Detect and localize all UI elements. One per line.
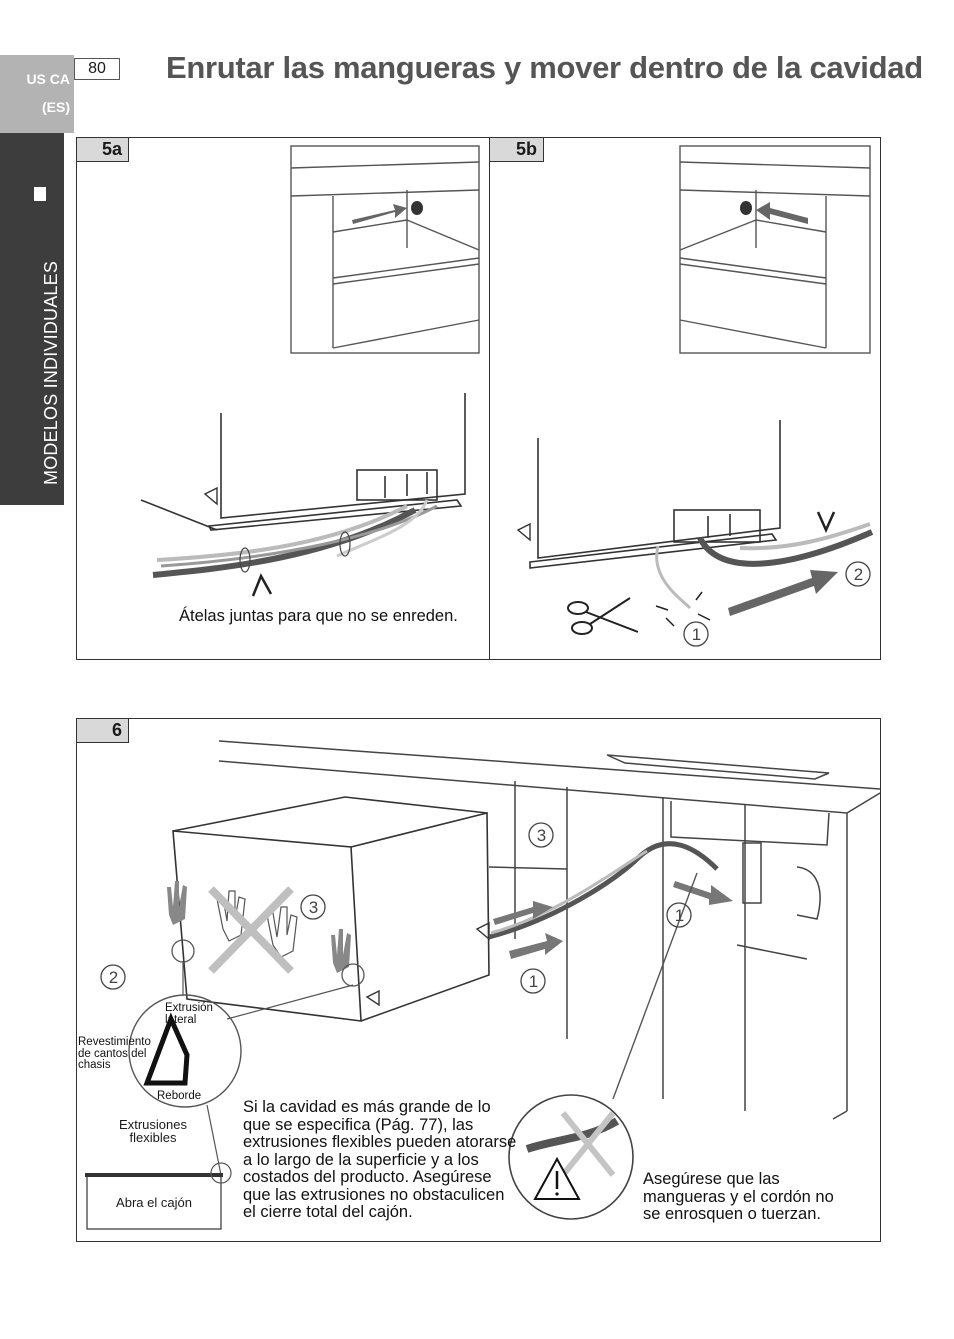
step-number-3: 3 <box>308 898 319 917</box>
step-number-1: 1 <box>674 906 685 925</box>
callout-flexible-extrusions: Extrusiones flexibles <box>119 1117 187 1145</box>
arrow-icon <box>756 202 808 224</box>
arrow-icon <box>673 881 733 905</box>
cross-mark-icon <box>208 886 294 974</box>
panel-5b: 5b <box>489 137 881 660</box>
countertop <box>218 740 880 1120</box>
panel-6: 6 <box>76 718 881 1242</box>
illustration-6 <box>85 740 880 1230</box>
illustration-5b <box>516 145 874 647</box>
panel-5a: 5a <box>76 137 491 660</box>
section-marker <box>34 187 46 201</box>
region-line-1: US CA <box>26 71 70 87</box>
arrow-icon <box>352 204 407 224</box>
note-hoses: Asegúrese que las mangueras y el cordón … <box>643 1170 834 1223</box>
section-sidebar: MODELOS INDIVIDUALES <box>0 133 64 505</box>
note-cavity: Si la cavidad es más grande de lo que se… <box>243 1098 517 1221</box>
step-number-1: 1 <box>691 625 702 644</box>
appliance-5a <box>140 393 466 531</box>
cross-mark-icon <box>560 1111 616 1177</box>
caption-5a: Átelas juntas para que no se enreden. <box>179 607 458 625</box>
drawer-6 <box>172 796 490 1022</box>
scissors-icon <box>567 597 639 635</box>
drawer-sketch <box>85 1162 232 1230</box>
callout-reborde: Reborde <box>157 1090 202 1102</box>
step-number-2: 2 <box>108 968 119 987</box>
region-tab: US CA (ES) <box>0 55 74 133</box>
step-number-3: 3 <box>536 826 547 845</box>
step-number-2: 2 <box>853 565 864 584</box>
arrow-icon <box>493 901 553 925</box>
cable-tie-icon <box>239 531 351 573</box>
panel-label-5a: 5a <box>77 138 129 162</box>
panel-label-6: 6 <box>77 719 129 743</box>
panel-label-5b: 5b <box>490 138 544 162</box>
step-circle-1 <box>683 621 709 647</box>
cabinet-inset <box>290 145 480 354</box>
region-line-2: (ES) <box>42 99 70 115</box>
callout-extrusion-lateral: Extrusión lateral <box>165 1002 213 1026</box>
illustration-5a <box>140 145 480 597</box>
hand-icon <box>167 881 351 973</box>
callout-chassis-edge: Revestimiento de cantos del chasis <box>78 1036 151 1071</box>
cabinet-inset <box>679 145 871 354</box>
region-label: US CA (ES) <box>2 65 70 121</box>
arrow-icon <box>728 570 838 616</box>
callout-open-drawer: Abra el cajón <box>116 1195 192 1210</box>
step-number-1: 1 <box>528 972 539 991</box>
appliance-5b <box>529 420 781 569</box>
page-title: Enrutar las mangueras y mover dentro de … <box>166 50 923 85</box>
page-number: 80 <box>74 58 120 80</box>
section-label: MODELOS INDIVIDUALES <box>41 260 61 485</box>
step-circle-2 <box>845 561 871 587</box>
arrow-icon <box>509 933 563 959</box>
